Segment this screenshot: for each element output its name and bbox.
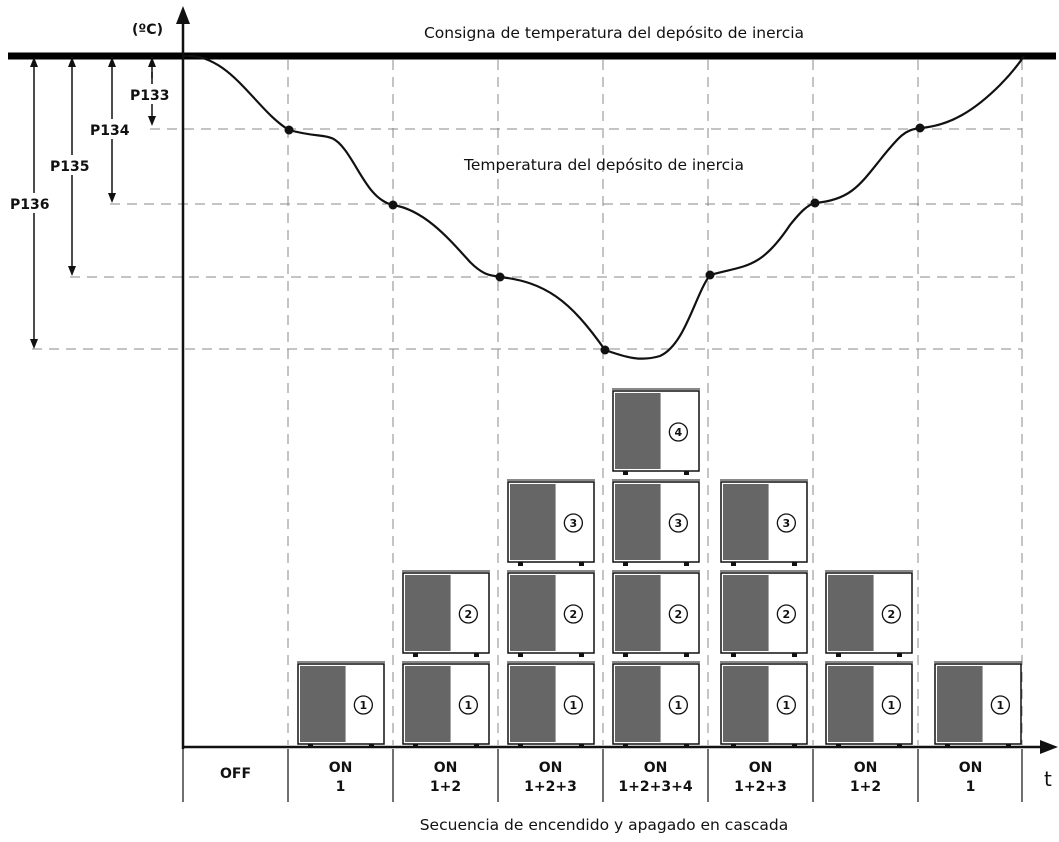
p136-label: P136 — [10, 197, 49, 213]
curve-point — [495, 272, 505, 282]
unit-number-badge — [458, 604, 479, 624]
heat-pump-unit: 1 — [297, 661, 385, 748]
stage-label: ON — [434, 760, 458, 776]
unit-number-badge — [458, 695, 479, 715]
heat-pump-unit: 1 — [934, 661, 1022, 748]
heat-pump-unit: 1 — [507, 661, 595, 748]
curve-point — [600, 345, 610, 355]
unit-number: 3 — [783, 517, 791, 530]
stage-label: ON — [854, 760, 878, 776]
heat-pump-unit: 3 — [612, 479, 700, 566]
heat-pump-unit: 4 — [612, 388, 700, 475]
heat-pump-unit: 3 — [507, 479, 595, 566]
stage-sublabel: 1+2 — [430, 779, 461, 795]
unit-number-badge — [563, 513, 584, 533]
heat-pump-unit: 1 — [825, 661, 913, 748]
stage-label: ON — [644, 760, 668, 776]
unit-number-badge — [776, 604, 797, 624]
unit-number: 4 — [675, 426, 683, 439]
stage-label: ON — [959, 760, 983, 776]
tank-temperature-curve — [182, 54, 1025, 360]
x-axis-arrowhead — [1040, 740, 1058, 754]
stage-label: OFF — [220, 766, 251, 782]
unit-number: 1 — [675, 699, 683, 712]
stage-sublabel: 1 — [966, 779, 976, 795]
curve-points — [284, 123, 925, 355]
heat-pump-unit: 2 — [825, 570, 913, 657]
unit-number: 2 — [570, 608, 578, 621]
curve-point — [284, 125, 294, 135]
unit-number-badge — [563, 695, 584, 715]
unit-number: 2 — [465, 608, 473, 621]
p135-label-bg — [48, 155, 98, 175]
unit-number-badge — [776, 513, 797, 533]
unit-number-badge — [668, 604, 689, 624]
unit-number: 2 — [888, 608, 896, 621]
footer-caption: Secuencia de encendido y apagado en casc… — [420, 816, 789, 834]
stage-label: ON — [749, 760, 773, 776]
setpoint-label: Consigna de temperatura del depósito de … — [424, 24, 804, 42]
unit-number-badge — [563, 604, 584, 624]
heat-pump-unit: 2 — [720, 570, 808, 657]
p135-label: P135 — [50, 159, 89, 175]
stage-label: ON — [329, 760, 353, 776]
unit-number: 1 — [888, 699, 896, 712]
time-axis-label: t — [1044, 767, 1052, 791]
unit-number-badge — [668, 695, 689, 715]
p133-label: P133 — [130, 88, 169, 104]
p134-label: P134 — [90, 123, 130, 139]
heat-pump-unit: 2 — [507, 570, 595, 657]
stage-table: OFF ON 1 ON 1+2 ON 1+2+3 ON 1+2+3+4 ON 1+2+3 ON 1+2 O… — [182, 749, 1023, 802]
unit-number: 1 — [783, 699, 791, 712]
unit-number-badge — [776, 695, 797, 715]
unit-number-badge — [668, 422, 689, 442]
p133-label-bg — [128, 84, 178, 104]
curve-point — [915, 123, 925, 133]
unit-label: (ºC) — [132, 22, 163, 38]
unit-number-badge — [668, 513, 689, 533]
unit-number: 3 — [675, 517, 683, 530]
unit-number-badge — [353, 695, 374, 715]
heat-pump-unit: 2 — [612, 570, 700, 657]
threshold-lines — [32, 128, 1022, 350]
stage-sublabel: 1+2+3 — [524, 779, 577, 795]
unit-number-badge — [881, 604, 902, 624]
curve-point — [388, 200, 398, 210]
heat-pump-unit: 1 — [720, 661, 808, 748]
unit-number-badge — [990, 695, 1011, 715]
unit-number: 1 — [360, 699, 368, 712]
tank-temperature-label: Temperatura del depósito de inercia — [463, 156, 744, 174]
heat-pump-unit: 3 — [720, 479, 808, 566]
stage-sublabel: 1+2+3+4 — [618, 779, 692, 795]
stage-grid-lines — [287, 60, 1023, 745]
heat-pump-stacks: 1 1 2 1 2 3 1 2 3 4 1 2 3 1 2 1 — [297, 388, 1022, 748]
unit-number: 2 — [675, 608, 683, 621]
unit-number: 3 — [570, 517, 578, 530]
curve-point — [810, 198, 820, 208]
unit-number: 1 — [570, 699, 578, 712]
unit-number: 1 — [997, 699, 1005, 712]
unit-number: 1 — [465, 699, 473, 712]
stage-sublabel: 1+2 — [850, 779, 881, 795]
unit-number-badge — [881, 695, 902, 715]
curve-point — [705, 270, 715, 280]
stage-sublabel: 1+2+3 — [734, 779, 787, 795]
unit-number: 2 — [783, 608, 791, 621]
y-axis-arrowhead — [176, 6, 190, 24]
p136-label-bg — [8, 193, 58, 213]
stage-sublabel: 1 — [336, 779, 346, 795]
p134-label-bg — [88, 119, 138, 139]
heat-pump-unit: 1 — [612, 661, 700, 748]
stage-label: ON — [539, 760, 563, 776]
heat-pump-unit: 1 — [402, 661, 490, 748]
heat-pump-unit: 2 — [402, 570, 490, 657]
